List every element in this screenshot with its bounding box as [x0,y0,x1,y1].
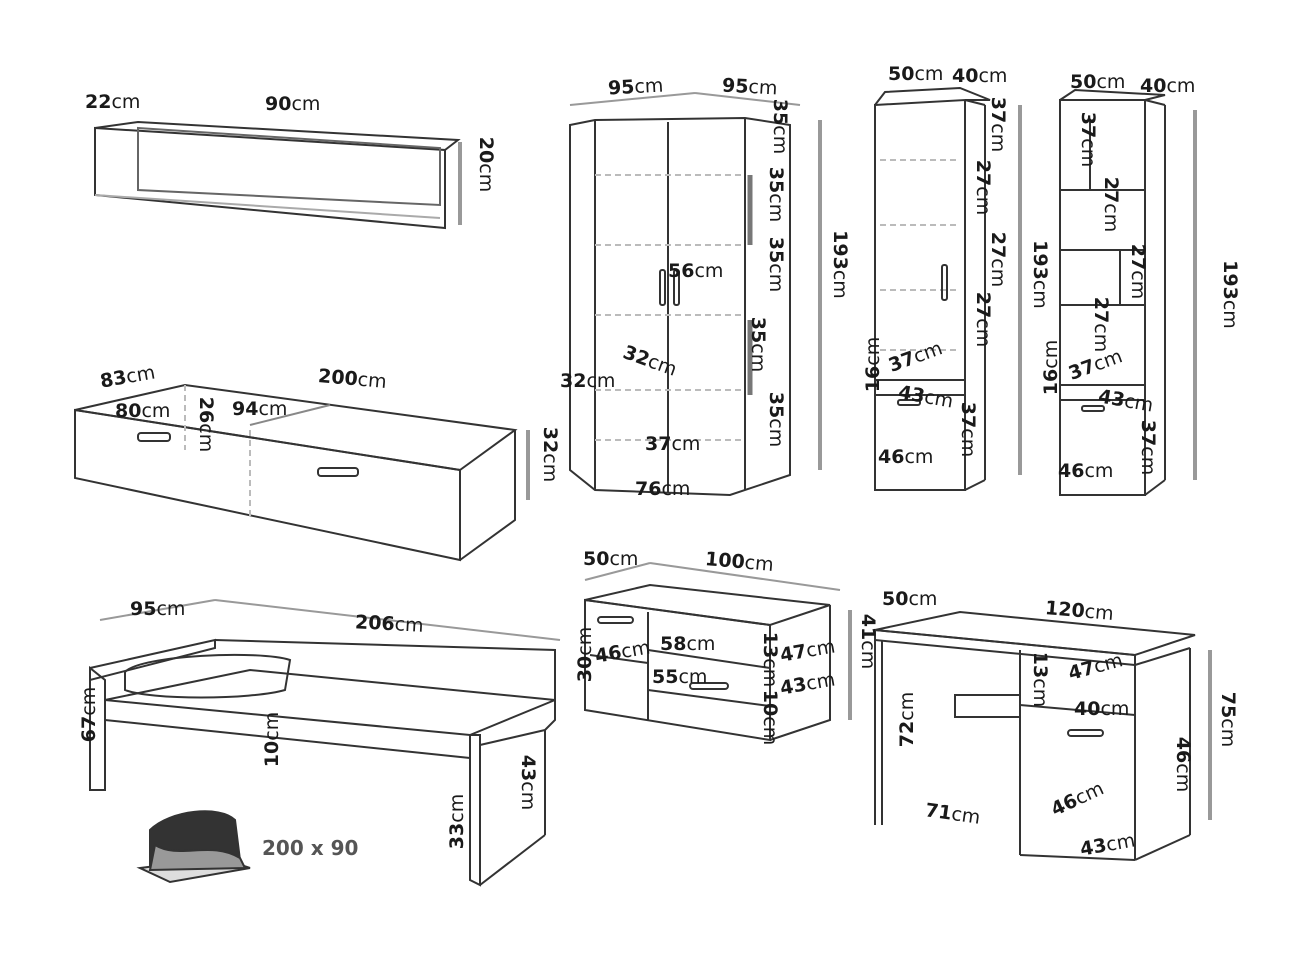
bookcase-door-dimension-label: 46cm [878,446,934,468]
tv-stand-dimension-label: 55cm [652,666,708,688]
wardrobe-dimension-label: 37cm [645,433,701,455]
bookcase-door-dimension-label: 27cm [972,159,995,216]
bookcase-door-dimension-label: 27cm [987,231,1010,288]
tv-stand-dimension-label: 58cm [660,633,716,655]
bookcase-open-dimension-label: 37cm [1077,111,1100,168]
tall-open-bookcase-drawing [1059,88,1197,496]
bookcase-open-dimension-label: 46cm [1058,460,1114,482]
tall-cabinet-door-drawing [874,86,1022,491]
wardrobe-dimension-label: 32cm [560,370,616,392]
desk-drawing [874,610,1212,861]
wardrobe-dimension-label: 56cm [668,260,724,282]
under-bed-drawer-drawing [74,383,530,562]
mattress-icon [136,810,251,884]
wardrobe-dimension-label: 76cm [635,478,691,500]
wardrobe-dimension-label: 95cm [607,74,664,100]
single-bed-drawing [89,599,561,887]
bookcase-door-dimension-label: 16cm [862,336,885,393]
bookcase-door-dimension-label: 50cm [888,63,944,85]
desk-dimension-label: 72cm [896,691,919,748]
bookcase-open-dimension-label: 193cm [1218,260,1241,329]
bookcase-door-dimension-label: 37cm [987,96,1010,153]
tv-stand-dimension-label: 30cm [574,626,597,683]
bed-dimension-label: 67cm [78,686,101,743]
desk-dimension-label: 40cm [1074,698,1130,720]
bed-dimension-label: 95cm [130,598,186,620]
wardrobe-dimension-label: 35cm [747,316,770,373]
wardrobe-dimension-label: 35cm [765,236,788,293]
wardrobe-dimension-label: 35cm [769,98,792,155]
wardrobe-dimension-label: 35cm [765,166,788,223]
bed-dimension-label: 206cm [354,611,425,637]
shelf-dimension-label: 90cm [265,93,321,115]
bookcase-door-dimension-label: 193cm [1028,240,1051,309]
wardrobe-dimension-label: 35cm [765,391,788,448]
bookcase-open-dimension-label: 50cm [1070,71,1126,93]
tv-stand-drawing [584,562,852,742]
drawer-unit-dimension-label: 80cm [115,400,171,422]
bookcase-open-dimension-label: 40cm [1140,75,1196,97]
tv-stand-dimension-label: 50cm [583,548,639,570]
desk-dimension-label: 46cm [1172,736,1195,793]
wardrobe-dimension-label: 95cm [721,74,778,100]
shelf-dimension-label: 22cm [85,91,141,113]
bed-dimension-label: 10cm [261,711,284,768]
bookcase-open-dimension-label: 27cm [1090,296,1113,353]
bookcase-open-dimension-label: 37cm [1137,419,1160,476]
drawer-unit-dimension-label: 26cm [195,396,218,453]
tv-stand-dimension-label: 10cm [759,689,782,746]
shelf-dimension-label: 20cm [475,136,498,193]
mattress-size-label: 200 x 90 [262,836,359,860]
bookcase-open-dimension-label: 16cm [1040,339,1063,396]
bed-dimension-label: 43cm [517,754,540,811]
wall-shelf-drawing [94,120,462,230]
drawer-unit-dimension-label: 32cm [539,426,562,483]
drawer-unit-dimension-label: 94cm [232,398,288,420]
tv-stand-dimension-label: 41cm [857,613,880,670]
desk-dimension-label: 13cm [1029,651,1052,708]
bookcase-open-dimension-label: 27cm [1127,243,1150,300]
bookcase-door-dimension-label: 40cm [952,65,1008,87]
desk-dimension-label: 75cm [1217,691,1240,748]
bookcase-door-dimension-label: 37cm [957,401,980,458]
bookcase-door-dimension-label: 27cm [972,291,995,348]
wardrobe-dimension-label: 193cm [828,230,851,299]
bookcase-open-dimension-label: 27cm [1100,176,1123,233]
desk-dimension-label: 50cm [882,588,938,610]
bed-dimension-label: 33cm [446,793,469,850]
corner-wardrobe-drawing [569,92,822,497]
tv-stand-dimension-label: 13cm [759,631,782,688]
